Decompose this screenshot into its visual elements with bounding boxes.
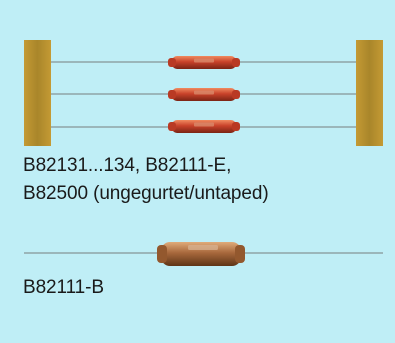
caption-taped-types-continued: B82500 (ungegurtet/untaped) bbox=[23, 183, 269, 204]
single-resistor bbox=[157, 242, 245, 266]
taped-resistor bbox=[168, 120, 240, 133]
tape-strip-left bbox=[24, 40, 51, 146]
caption-single-type: B82111-B bbox=[23, 277, 104, 298]
tape-strip-right bbox=[356, 40, 383, 146]
taped-resistor bbox=[168, 56, 240, 69]
caption-taped-types: B82131...134, B82111-E, bbox=[23, 155, 232, 176]
taped-resistor bbox=[168, 88, 240, 101]
